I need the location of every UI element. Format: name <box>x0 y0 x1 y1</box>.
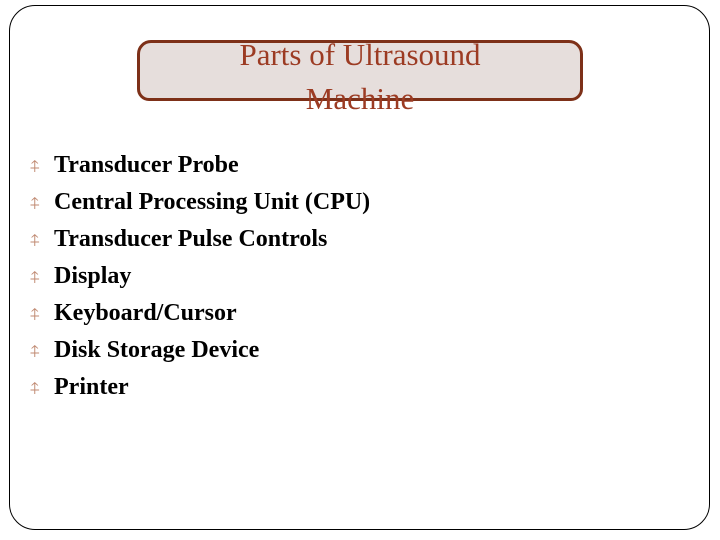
list-item: ⍏ Display <box>30 258 670 295</box>
list-item-label: Disk Storage Device <box>54 337 260 363</box>
list-item-label: Transducer Probe <box>54 152 239 178</box>
swirl-bullet-icon: ⍏ <box>30 231 41 251</box>
list-item: ⍏ Transducer Pulse Controls <box>30 221 670 258</box>
swirl-bullet-icon: ⍏ <box>30 268 41 288</box>
swirl-bullet-icon: ⍏ <box>30 305 41 325</box>
list-item: ⍏ Central Processing Unit (CPU) <box>30 184 670 221</box>
list-item: ⍏ Printer <box>30 369 670 406</box>
list-item: ⍏ Keyboard/Cursor <box>30 295 670 332</box>
list-item-label: Printer <box>54 374 129 400</box>
title-box <box>137 40 583 101</box>
list-item-label: Central Processing Unit (CPU) <box>54 189 371 215</box>
parts-list: ⍏ Transducer Probe ⍏ Central Processing … <box>30 147 670 406</box>
list-item-label: Transducer Pulse Controls <box>54 226 328 252</box>
swirl-bullet-icon: ⍏ <box>30 342 41 362</box>
swirl-bullet-icon: ⍏ <box>30 157 41 177</box>
list-item: ⍏ Transducer Probe <box>30 147 670 184</box>
swirl-bullet-icon: ⍏ <box>30 379 41 399</box>
list-item-label: Keyboard/Cursor <box>54 300 237 326</box>
list-item: ⍏ Disk Storage Device <box>30 332 670 369</box>
swirl-bullet-icon: ⍏ <box>30 194 41 214</box>
list-item-label: Display <box>54 263 132 289</box>
